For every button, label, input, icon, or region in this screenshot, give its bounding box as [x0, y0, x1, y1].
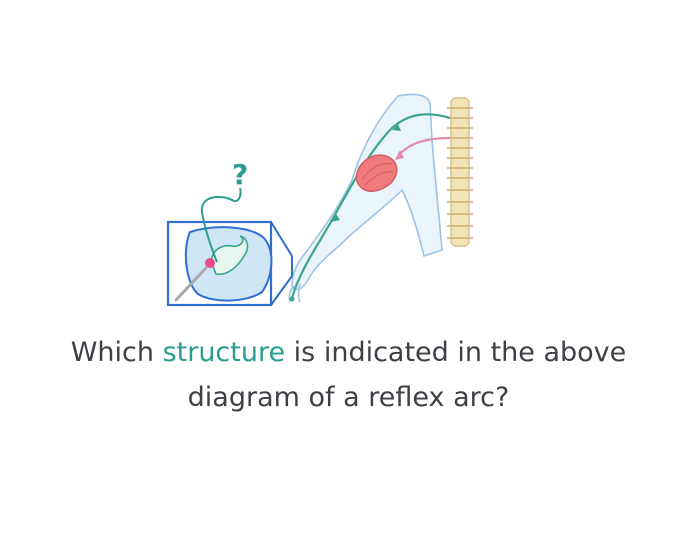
question-highlight: structure	[162, 337, 286, 368]
magnifier-projection	[270, 221, 293, 306]
question-suffix: is indicated in the above diagram of a r…	[187, 337, 627, 413]
question-mark-marker: ?	[232, 158, 248, 191]
question-prefix: Which	[70, 337, 163, 368]
question-text: Which structure is indicated in the abov…	[20, 330, 677, 420]
arm-icon	[288, 93, 443, 303]
pointer-line	[200, 187, 242, 263]
muscle-icon	[355, 154, 398, 192]
spine-icon	[447, 97, 473, 247]
magnifier-box-icon	[166, 220, 273, 307]
reflex-arc-diagram: ?	[166, 93, 473, 307]
pin-icon	[174, 266, 208, 302]
